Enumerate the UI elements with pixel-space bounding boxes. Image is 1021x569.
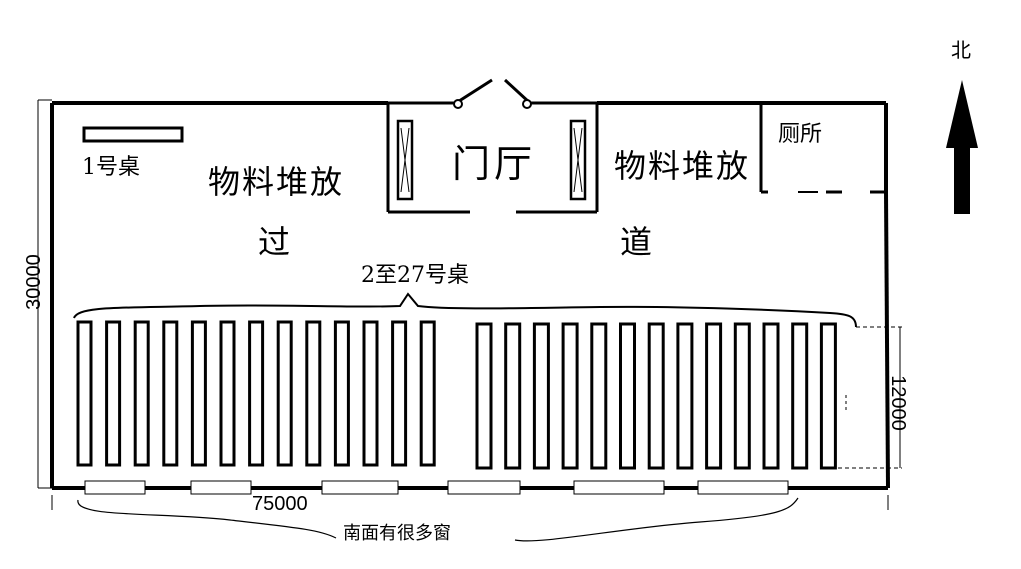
toilet-label: 厕所 xyxy=(778,122,823,147)
desk-left-8 xyxy=(276,320,293,467)
north-label: 北 xyxy=(951,38,971,62)
window-3 xyxy=(321,480,399,495)
desk-right-3 xyxy=(532,322,550,470)
desk-1-label: 1号桌 xyxy=(82,155,140,180)
desk-right-13 xyxy=(819,322,837,470)
desk-right-11 xyxy=(762,322,780,470)
desk-left-12 xyxy=(391,320,408,467)
windows-note-label: 南面有很多窗 xyxy=(343,523,451,544)
desk-depth-dimension-label: 12000 xyxy=(886,375,909,431)
desk-left-7 xyxy=(248,320,265,467)
south-windows xyxy=(84,480,789,495)
desk-depth-dimension xyxy=(838,326,902,469)
width-dimension-label: 75000 xyxy=(252,493,308,515)
desk-right-12 xyxy=(791,322,809,470)
desk-right-7 xyxy=(647,322,665,470)
desks-right-group xyxy=(475,322,837,470)
window-2 xyxy=(190,480,252,495)
entrance-doors xyxy=(453,78,532,109)
desk-right-9 xyxy=(705,322,723,470)
desk-1 xyxy=(82,126,184,143)
desks-brace xyxy=(73,292,857,328)
storage-right-label: 物料堆放 xyxy=(614,147,751,185)
aisle-label-right: 道 xyxy=(620,223,655,261)
window-1 xyxy=(84,480,146,495)
desk-left-13 xyxy=(419,320,436,467)
lobby-walls xyxy=(386,101,599,214)
desk-right-1 xyxy=(475,322,493,470)
desk-left-11 xyxy=(362,320,379,467)
aisle-label-left: 过 xyxy=(258,223,293,261)
desk-right-8 xyxy=(676,322,694,470)
storage-left-label: 物料堆放 xyxy=(208,163,345,201)
windows-brace xyxy=(77,497,799,542)
lobby-shelves xyxy=(396,119,587,201)
window-4 xyxy=(447,480,521,495)
desk-left-10 xyxy=(333,320,350,467)
desk-right-6 xyxy=(619,322,636,470)
desk-left-2 xyxy=(105,320,122,467)
lobby-label: 门厅 xyxy=(452,142,537,186)
desks-range-label: 2至27号桌 xyxy=(361,263,469,288)
desk-right-2 xyxy=(504,322,522,470)
height-dimension xyxy=(37,99,52,489)
width-dimension xyxy=(51,495,889,510)
desk-left-1 xyxy=(76,320,93,467)
window-5 xyxy=(573,480,665,495)
desks-left-group xyxy=(76,320,436,467)
desk-right-10 xyxy=(733,322,751,470)
desk-left-5 xyxy=(190,320,207,467)
toilet-walls xyxy=(759,103,886,194)
desk-right-4 xyxy=(561,322,579,470)
desk-left-9 xyxy=(305,320,322,467)
north-arrow-icon xyxy=(946,80,978,214)
desk-left-4 xyxy=(162,320,179,467)
desk-left-6 xyxy=(219,320,236,467)
desk-right-5 xyxy=(590,322,608,470)
height-dimension-label: 30000 xyxy=(22,254,45,310)
window-6 xyxy=(697,480,789,495)
desk-left-3 xyxy=(133,320,150,467)
